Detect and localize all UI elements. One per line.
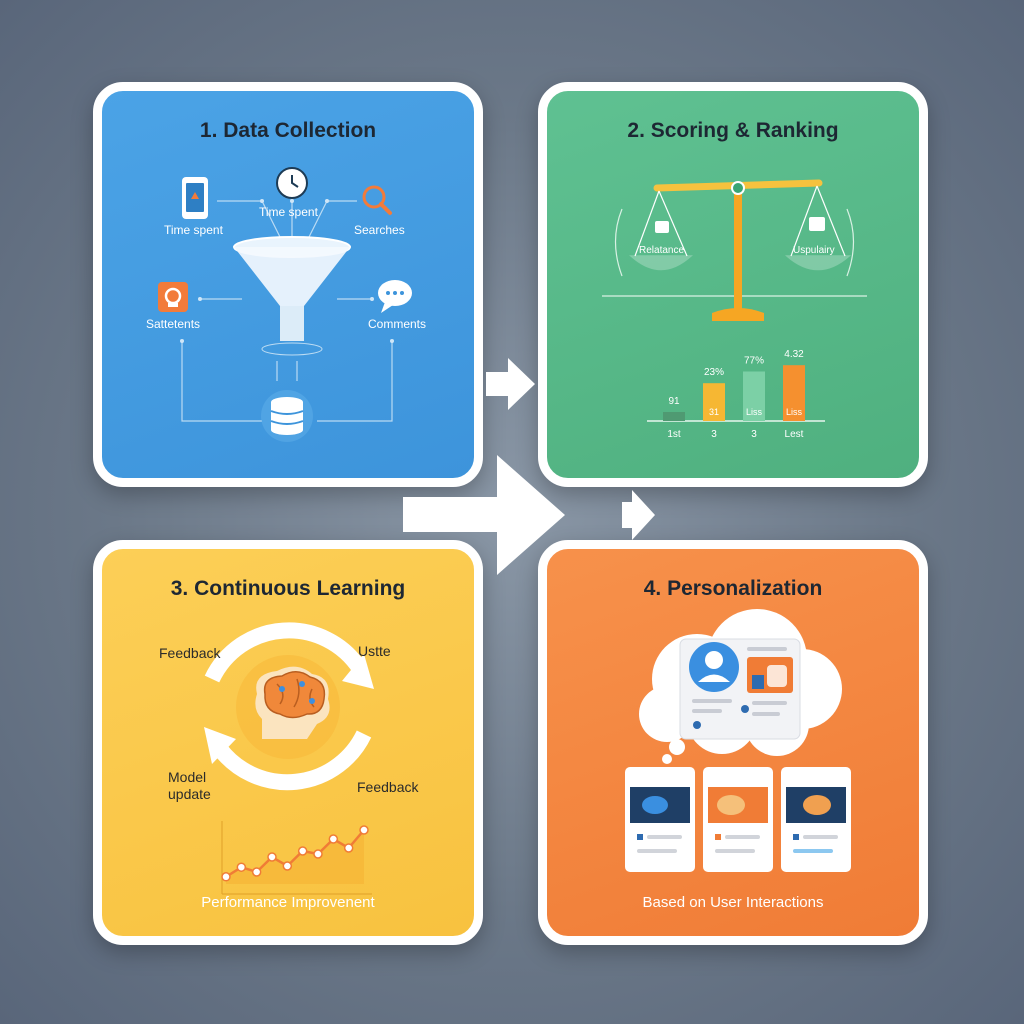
bar-x-label: Lest [785,429,804,440]
label-time-spent: Time spent [164,223,223,237]
panel-personalization: 4. Personalization [538,540,928,945]
panel-title: 4. Personalization [643,577,823,600]
label-saves: Sattetents [146,317,201,331]
performance-line-chart [221,825,369,884]
bar-top-label: 4.32 [784,349,804,360]
bar-3 [783,365,805,421]
performance-point-7 [328,834,339,844]
search-icon [362,185,392,215]
bar-top-label: 91 [668,396,680,407]
phone-icon [182,177,208,219]
label-feedback-top: Feedback [159,645,221,661]
clock-icon [276,167,308,199]
label-relevance: Relatance [639,245,685,256]
content-card-icon [625,767,851,872]
panel-title: 1. Data Collection [199,119,377,142]
label-searches: Searches [354,223,405,237]
performance-point-5 [297,846,308,856]
learning-illustration [204,622,374,895]
bar-x-label: 3 [751,429,757,440]
comment-icon [378,280,412,313]
bar-0 [663,412,685,421]
caption-performance: Performance Improvenent [201,894,375,911]
panel-data-collection: 1. Data Collection [93,82,483,487]
personalization-illustration [625,609,851,872]
bar-inner-label: Liss [746,407,763,417]
bar-2 [743,371,765,421]
performance-line [225,829,365,878]
performance-point-2 [251,867,262,877]
database-icon [261,390,313,442]
arrow-big-icon [403,455,565,575]
balance-scale-icon [602,179,867,321]
performance-point-0 [221,872,231,882]
label-time-spent-top: Time spent [259,205,318,219]
caption-personalization: Based on User Interactions [642,894,824,911]
performance-point-4 [282,861,293,871]
label-model-update: Model update [168,769,211,802]
performance-point-1 [236,862,247,872]
bar-inner-label: Liss [786,407,803,417]
label-update: Ustte [358,643,391,659]
bar-x-label: 3 [711,429,717,440]
label-feedback-bottom: Feedback [357,779,419,795]
user-avatar-icon [689,642,739,692]
funnel-icon [233,236,351,356]
arrow-right-icon [486,358,535,410]
performance-point-9 [359,825,369,835]
performance-point-3 [267,852,277,862]
arrow-small-icon [622,490,655,540]
bar-x-label: 1st [667,429,681,440]
panel-continuous-learning: 3. Continuous Learning Feedback Ustte Mo… [93,540,483,945]
performance-point-8 [343,843,354,853]
brain-icon [255,666,330,739]
panel-title: 2. Scoring & Ranking [627,119,839,142]
label-popularity: Uspulairy [793,245,835,256]
label-comments: Comments [368,317,427,331]
bar-top-label: 23% [704,367,724,378]
panel-scoring-ranking: 2. Scoring & Ranking 91 1st 23% 31 3 77% Liss 3… [538,82,928,487]
bar-1 [703,383,725,421]
save-icon [158,282,188,312]
bar-inner-label: 31 [709,407,719,417]
data-collection-illustration [158,167,412,442]
bar-top-label: 77% [744,356,764,367]
cycle-arrows-icon [204,622,374,791]
performance-point-6 [313,849,323,859]
panel-title: 3. Continuous Learning [170,577,406,600]
